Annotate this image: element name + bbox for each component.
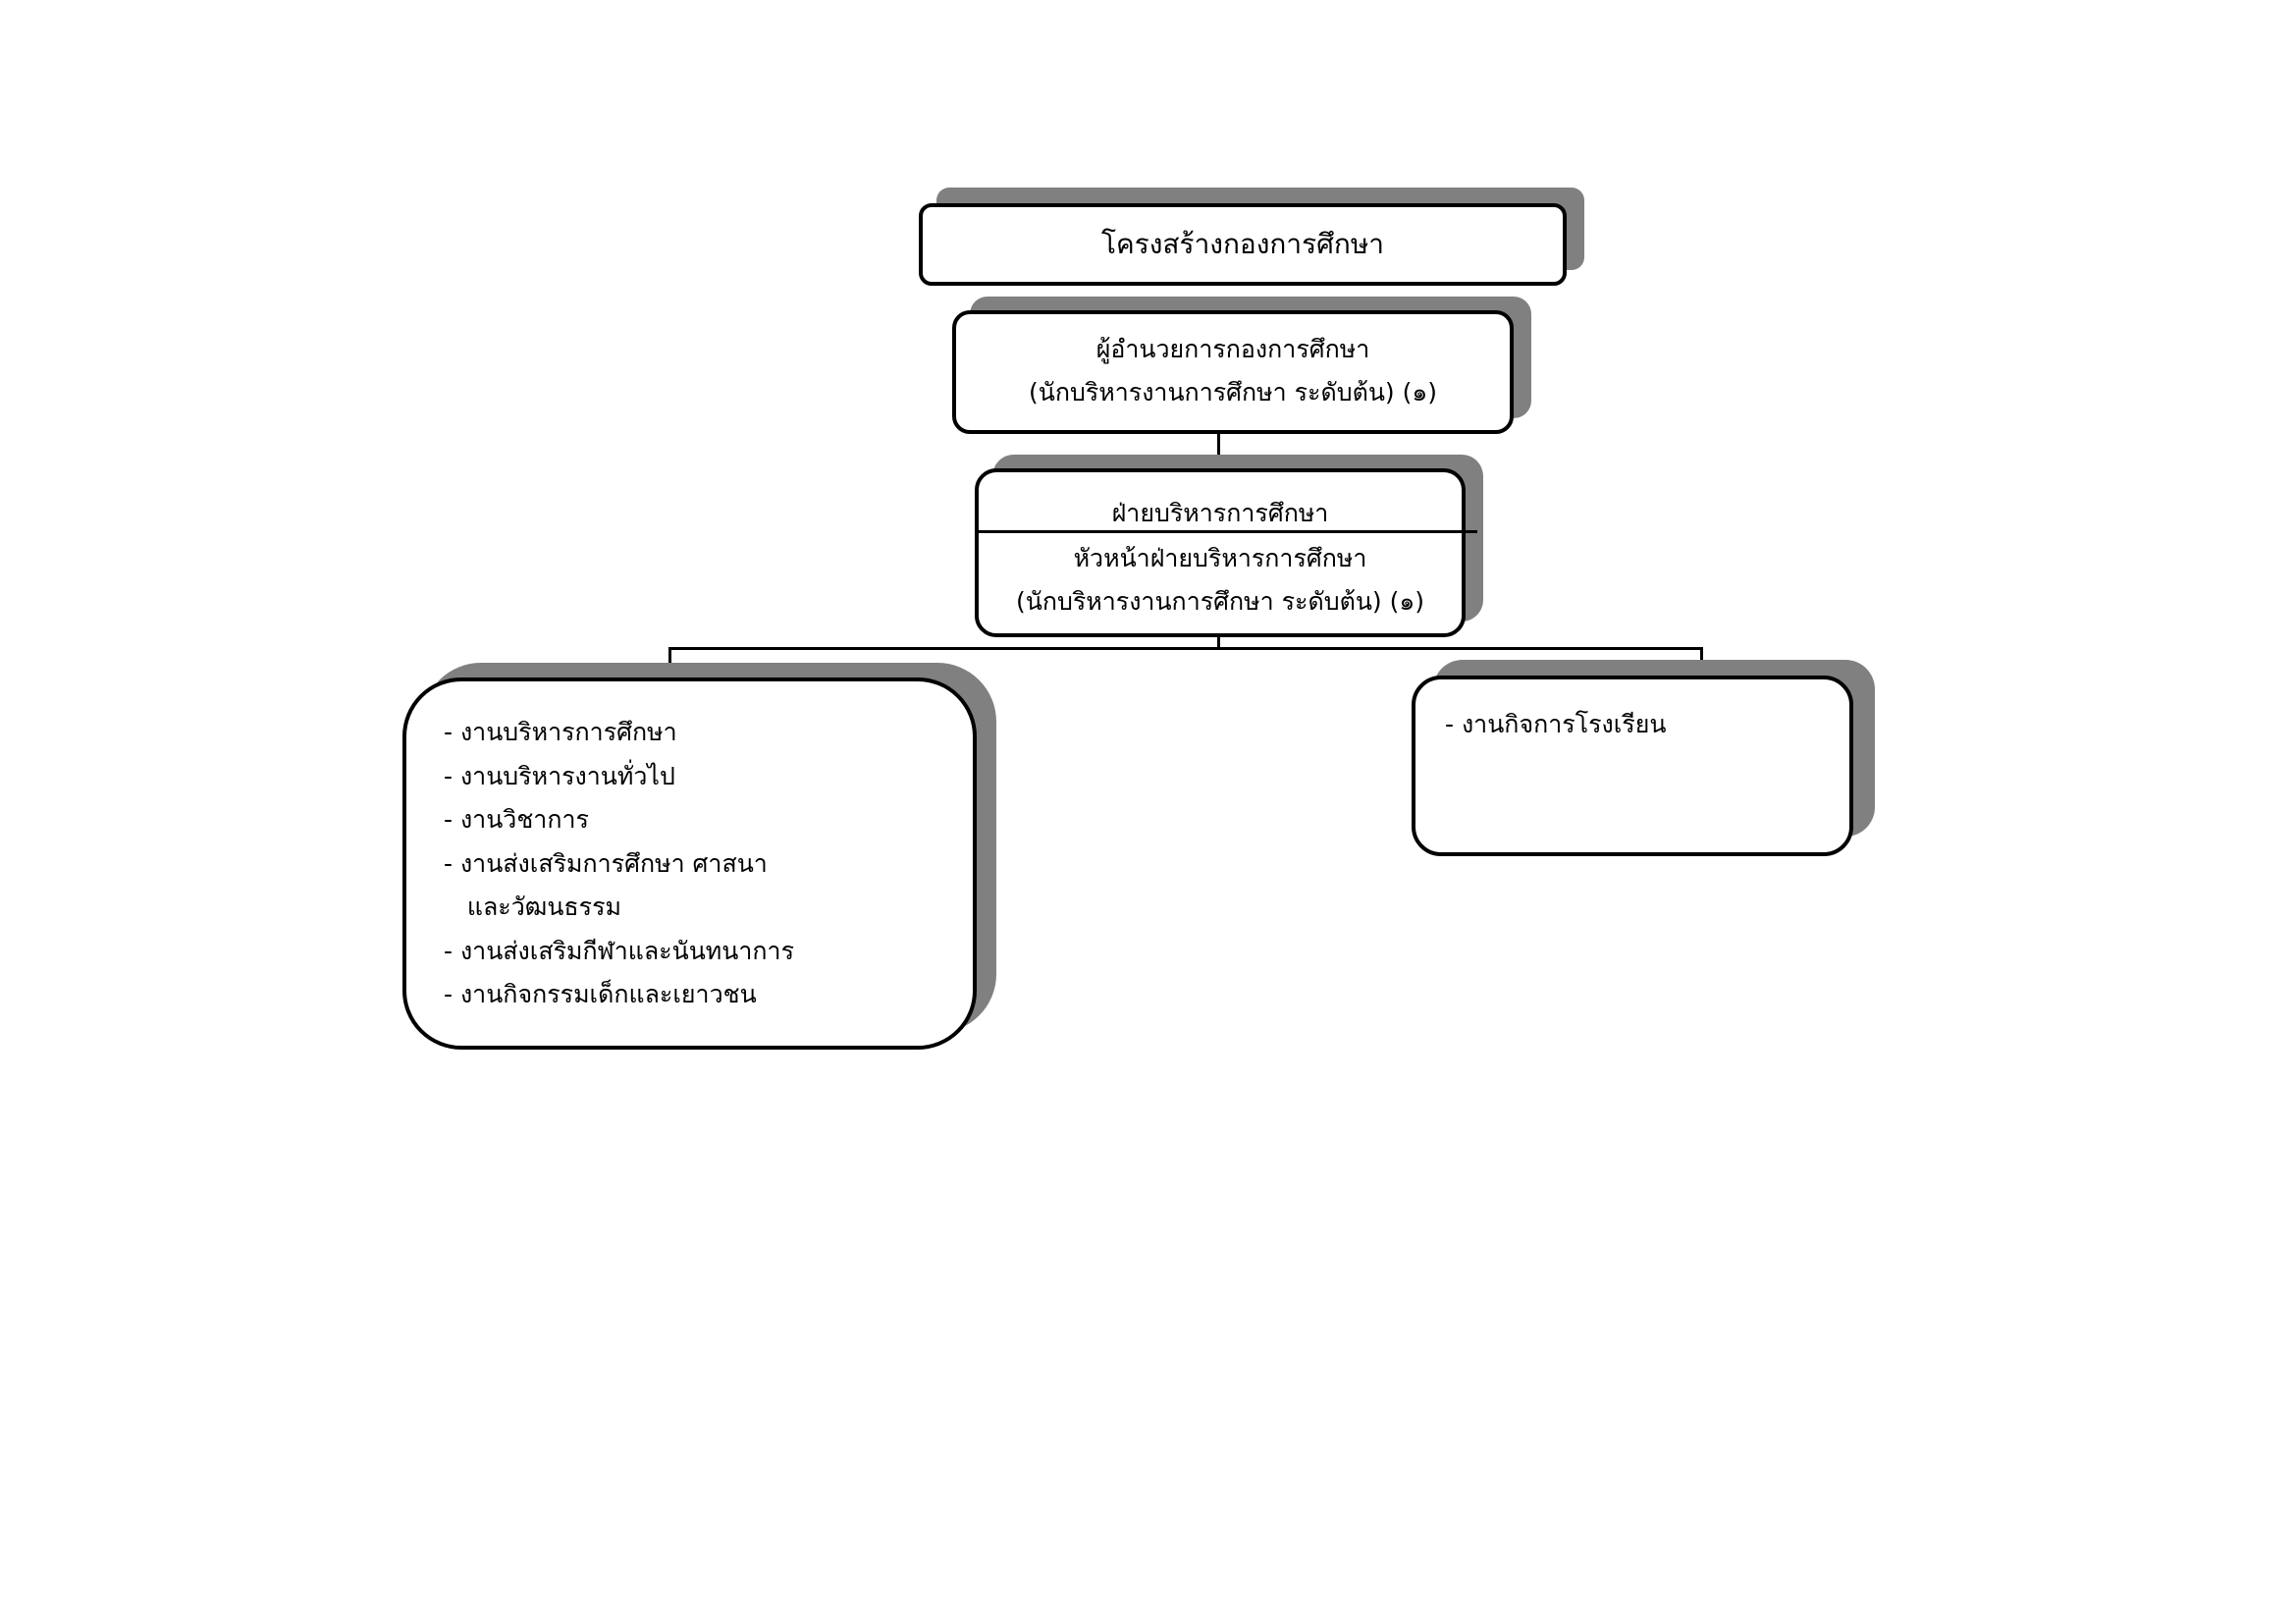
connector-director-division (1217, 434, 1220, 469)
list-item: - งานวิชาการ (444, 805, 589, 834)
left-task-box: - งานบริหารการศึกษา - งานบริหารงานทั่วไป… (402, 677, 977, 1050)
list-item: - งานกิจการโรงเรียน (1445, 710, 1667, 738)
division-name: ฝ่ายบริหารการศึกษา (1111, 499, 1329, 527)
division-box: ฝ่ายบริหารการศึกษา หัวหน้าฝ่ายบริหารการศ… (975, 468, 1477, 637)
director-box: ผู้อำนวยการกองการศึกษา (นักบริหารงานการศ… (952, 310, 1514, 434)
division-level: (นักบริหารงานการศึกษา ระดับต้น) (๑) (1016, 587, 1424, 616)
list-item: และวัฒนธรรม (444, 893, 622, 921)
list-item: - งานส่งเสริมกีฬาและนันทนาการ (444, 936, 794, 965)
connector-division-down (1217, 637, 1220, 650)
list-item: - งานกิจกรรมเด็กและเยาวชน (444, 980, 757, 1008)
director-position: ผู้อำนวยการกองการศึกษา (1095, 335, 1370, 363)
director-level: (นักบริหารงานการศึกษา ระดับต้น) (๑) (1029, 378, 1437, 406)
list-item: - งานบริหารงานทั่วไป (444, 761, 675, 790)
org-chart-title: โครงสร้างกองการศึกษา (1100, 228, 1385, 260)
list-item: - งานบริหารการศึกษา (444, 718, 677, 746)
division-divider (975, 530, 1477, 533)
right-task-box: - งานกิจการโรงเรียน (1412, 676, 1853, 856)
list-item: - งานส่งเสริมการศึกษา ศาสนา (444, 848, 768, 878)
right-task-list: - งานกิจการโรงเรียน (1445, 703, 1849, 747)
title-box: โครงสร้างกองการศึกษา (919, 203, 1567, 286)
division-head: หัวหน้าฝ่ายบริหารการศึกษา (1073, 544, 1367, 572)
left-task-list: - งานบริหารการศึกษา - งานบริหารงานทั่วไป… (444, 711, 973, 1017)
connector-horizontal (668, 647, 1703, 650)
